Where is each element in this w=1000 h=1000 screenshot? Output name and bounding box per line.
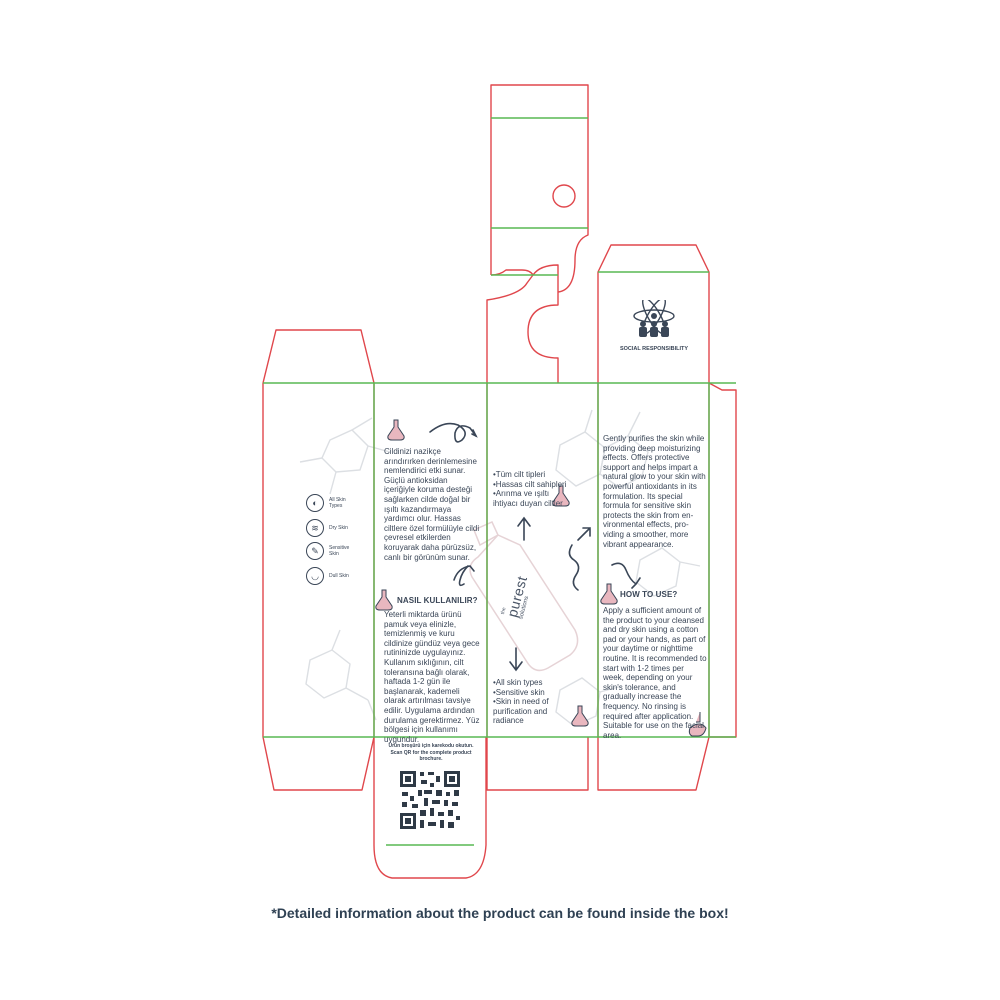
sensitive-skin-icon: ✎	[306, 542, 324, 560]
skin-type-label: All Skin Types	[329, 497, 346, 509]
bullet-item: •All skin types	[493, 678, 543, 687]
qr-code	[400, 771, 460, 829]
decor-arrows	[429, 422, 641, 672]
skin-type-dry: ≋ Dry Skin	[306, 519, 359, 537]
bullet-item: •Tüm cilt tipleri	[493, 470, 546, 479]
turkish-how-to-heading: NASIL KULLANILIR?	[397, 596, 478, 605]
social-responsibility-label: SOCIAL RESPONSIBILITY	[619, 346, 689, 352]
skin-type-label: Dull Skin	[329, 573, 349, 579]
english-how-to-text: Apply a sufficient amount of the product…	[603, 606, 707, 740]
bullet-item: radiance	[493, 716, 524, 726]
skin-type-dull: ◡ Dull Skin	[306, 567, 359, 585]
bullet-item: ihtiyacı duyan ciltler	[493, 498, 563, 508]
front-turkish-bullets: •Tüm cilt tipleri •Hassas cilt sahipleri…	[493, 470, 567, 508]
qr-caption-turkish: Ürün broşürü için karekodu okutun.	[388, 743, 474, 749]
skin-type-sensitive: ✎ Sensitive Skin	[306, 542, 359, 560]
bullet-item: •Hassas cilt sahipleri	[493, 479, 567, 489]
english-description: Gently purifies the skin while providing…	[603, 434, 706, 549]
all-skin-icon: ◐	[306, 494, 324, 512]
skin-type-all: ◐ All Skin Types	[306, 494, 359, 512]
front-english-bullets: •All skin types •Sensitive skin •Skin in…	[493, 678, 549, 726]
qr-caption-english: Scan QR for the complete product brochur…	[390, 749, 472, 763]
fold-lines	[263, 117, 736, 846]
social-responsibility-icon	[626, 297, 682, 340]
molecule-watermark	[299, 409, 701, 727]
flask-icons	[375, 419, 707, 737]
skin-type-label: Dry Skin	[329, 525, 348, 531]
footer-note: *Detailed information about the product …	[271, 905, 729, 921]
skin-type-label: Sensitive Skin	[329, 545, 350, 557]
bullet-item: •Arınma ve ışıltı	[493, 489, 550, 499]
bullet-item: •Sensitive skin	[493, 687, 545, 697]
english-how-to-heading: HOW TO USE?	[620, 590, 678, 599]
dull-skin-icon: ◡	[306, 567, 324, 585]
bullet-item: •Skin in need of	[493, 697, 549, 707]
bullet-item: purification and	[493, 706, 548, 716]
qr-caption: Ürün broşürü için karekodu okutun. Scan …	[378, 743, 484, 763]
dry-skin-icon: ≋	[306, 519, 324, 537]
turkish-description: Cildinizi nazikçe arındırırken derinleme…	[384, 447, 480, 562]
turkish-how-to-text: Yeterli miktarda ürünü pamuk veya eliniz…	[384, 610, 480, 744]
